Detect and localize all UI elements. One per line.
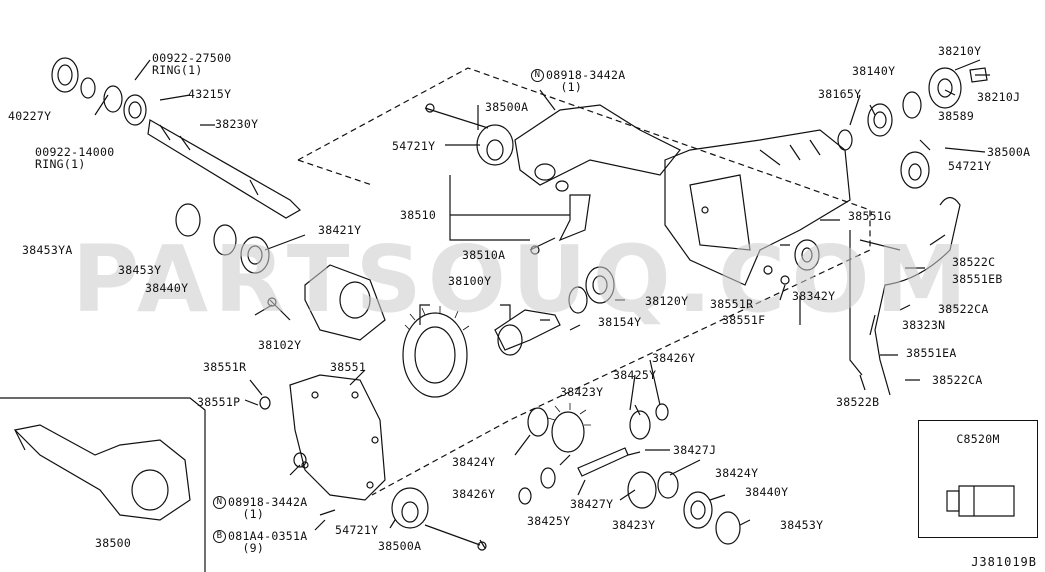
part-label[interactable]: 38551EA xyxy=(906,346,957,360)
part-label[interactable]: 38425Y xyxy=(527,514,571,528)
part-label[interactable]: 38424Y xyxy=(452,455,496,469)
part-label[interactable]: 38522CA xyxy=(932,373,983,387)
part-label[interactable]: 38522CA xyxy=(938,302,989,316)
part-label[interactable]: 38500 xyxy=(95,536,132,550)
part-label[interactable]: 38427Y xyxy=(570,497,614,511)
inset-part-label[interactable]: C8520M xyxy=(956,432,1000,446)
part-label[interactable]: 38551EB xyxy=(952,272,1003,286)
part-label[interactable]: 38551R xyxy=(203,360,247,374)
inset-part-illustration xyxy=(946,485,1015,517)
part-label[interactable]: 08918-3442A (1) xyxy=(546,68,626,94)
part-label[interactable]: 38424Y xyxy=(715,466,759,480)
part-label[interactable]: 38154Y xyxy=(598,315,642,329)
part-label[interactable]: 38500A xyxy=(485,100,529,114)
watermark-text: PARTSOUQ.COM xyxy=(71,226,974,333)
part-label[interactable]: 38425Y xyxy=(613,368,657,382)
part-label[interactable]: 38453YA xyxy=(22,243,73,257)
part-label[interactable]: 38551G xyxy=(848,209,892,223)
part-label[interactable]: 43215Y xyxy=(188,87,232,101)
part-label[interactable]: 38551F xyxy=(722,313,766,327)
part-label[interactable]: 38510A xyxy=(462,248,506,262)
part-label[interactable]: 38522B xyxy=(836,395,880,409)
part-label[interactable]: 081A4-0351A (9) xyxy=(228,529,308,555)
note-marker-b: B xyxy=(213,530,226,543)
part-label[interactable]: 00922-27500 RING(1) xyxy=(152,51,232,77)
part-label[interactable]: 38510 xyxy=(400,208,437,222)
part-label[interactable]: 54721Y xyxy=(948,159,992,173)
diagram-reference-code: J381019B xyxy=(971,555,1037,569)
part-label[interactable]: 38140Y xyxy=(852,64,896,78)
part-label[interactable]: 38102Y xyxy=(258,338,302,352)
part-label[interactable]: 38427J xyxy=(673,443,717,457)
part-label[interactable]: 38423Y xyxy=(612,518,656,532)
part-label[interactable]: 38210J xyxy=(977,90,1021,104)
part-label[interactable]: 38500A xyxy=(987,145,1031,159)
note-marker-n: N xyxy=(213,496,226,509)
part-label[interactable]: 38522C xyxy=(952,255,996,269)
part-label[interactable]: 38423Y xyxy=(560,385,604,399)
part-label[interactable]: 38165Y xyxy=(818,87,862,101)
part-label[interactable]: 08918-3442A (1) xyxy=(228,495,308,521)
part-label[interactable]: 38100Y xyxy=(448,274,492,288)
part-label[interactable]: 38440Y xyxy=(145,281,189,295)
part-label[interactable]: 38453Y xyxy=(780,518,824,532)
part-label[interactable]: 38421Y xyxy=(318,223,362,237)
part-label[interactable]: 54721Y xyxy=(392,139,436,153)
part-label[interactable]: 38453Y xyxy=(118,263,162,277)
part-label[interactable]: 54721Y xyxy=(335,523,379,537)
part-label[interactable]: 38426Y xyxy=(452,487,496,501)
part-label[interactable]: 38551 xyxy=(330,360,367,374)
part-label[interactable]: 40227Y xyxy=(8,109,52,123)
note-marker-n: N xyxy=(531,69,544,82)
inset-box: C8520M xyxy=(918,420,1038,538)
oil-seal-40227y xyxy=(51,57,79,93)
part-label[interactable]: 38440Y xyxy=(745,485,789,499)
part-label[interactable]: 38551R xyxy=(710,297,754,311)
part-label[interactable]: 38551P xyxy=(197,395,241,409)
part-label[interactable]: 38426Y xyxy=(652,351,696,365)
part-label[interactable]: 38500A xyxy=(378,539,422,553)
part-label[interactable]: 38323N xyxy=(902,318,946,332)
part-label[interactable]: 38230Y xyxy=(215,117,259,131)
part-label[interactable]: 38120Y xyxy=(645,294,689,308)
part-label[interactable]: 00922-14000 RING(1) xyxy=(35,145,115,171)
part-label[interactable]: 38342Y xyxy=(792,289,836,303)
part-label[interactable]: 38589 xyxy=(938,109,975,123)
part-label[interactable]: 38210Y xyxy=(938,44,982,58)
